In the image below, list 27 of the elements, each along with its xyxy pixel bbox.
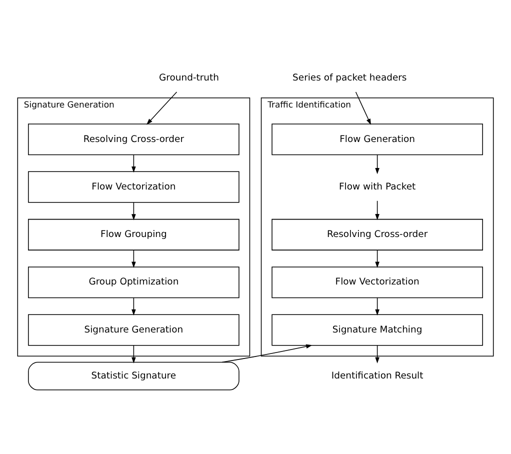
arrow [146, 92, 178, 125]
node-box: Resolving Cross-order [272, 218, 483, 250]
arrow [375, 298, 380, 316]
node-box: Resolving Cross-order [28, 124, 240, 156]
node-text: Ground-truth [159, 72, 219, 84]
arrow [222, 344, 312, 363]
node-text: Flow with Packet [339, 181, 416, 192]
arrow [355, 92, 371, 125]
node-text: Identification Result [331, 370, 424, 382]
node-box: Flow Vectorization [28, 171, 240, 203]
node-text: Series of packet headers [292, 72, 407, 84]
arrow [132, 345, 136, 364]
arrow [132, 202, 136, 220]
node-box: Flow Generation [272, 124, 483, 156]
arrow [375, 250, 380, 268]
node-box: Flow Grouping [28, 218, 240, 250]
node-box: Statistic Signature [28, 362, 240, 390]
arrow [132, 250, 136, 268]
node-box: Signature Generation [28, 314, 240, 346]
arrow [132, 298, 136, 316]
arrow [375, 154, 380, 174]
node-box: Group Optimization [28, 266, 240, 298]
arrow [375, 345, 380, 364]
arrow [132, 154, 136, 173]
node-box: Signature Matching [272, 314, 483, 346]
arrow [375, 200, 380, 220]
node-box: Flow Vectorization [272, 266, 483, 298]
